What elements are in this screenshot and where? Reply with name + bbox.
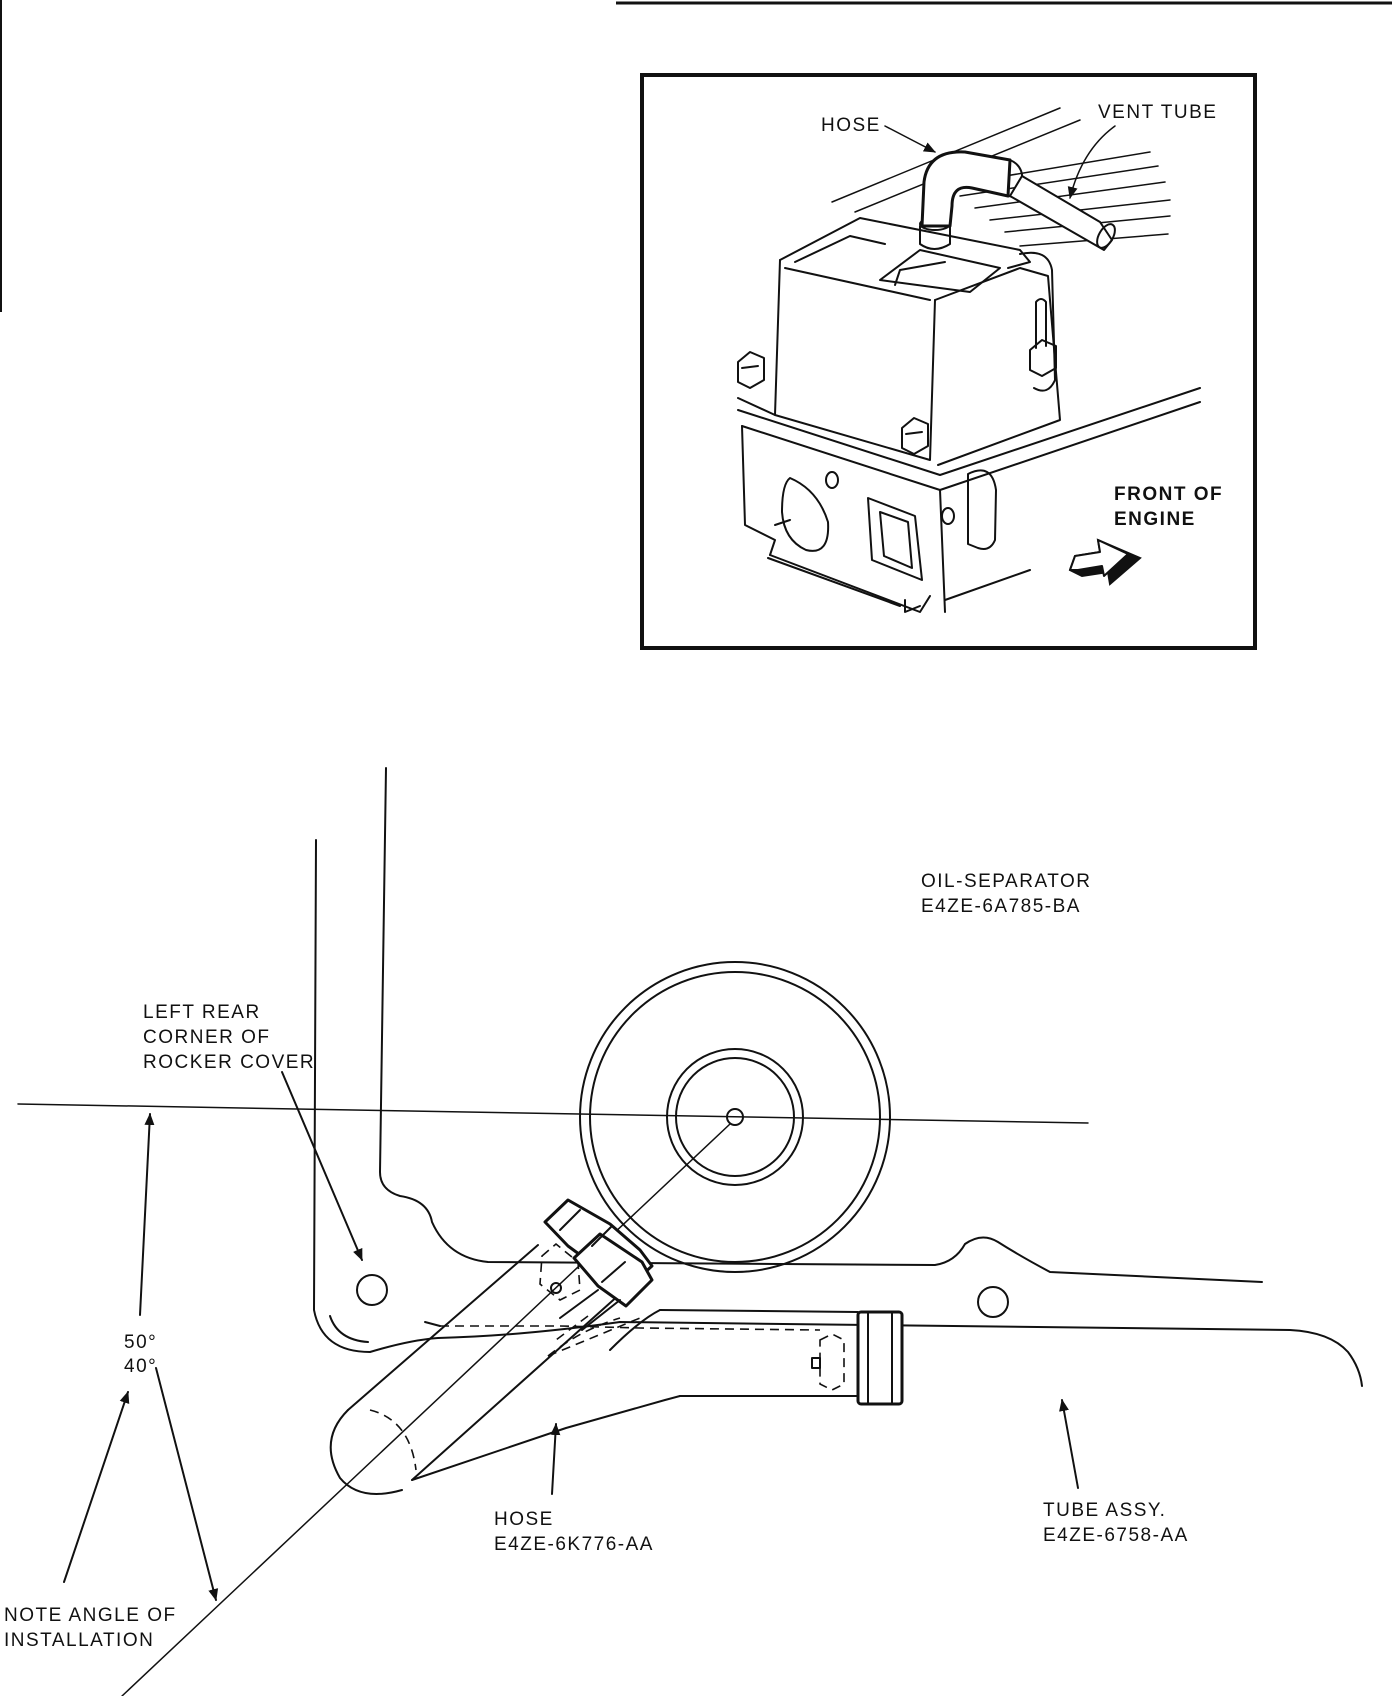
rocker-cover-inner: [313, 839, 1363, 1387]
angle-line: [121, 1123, 731, 1696]
rocker-cover-outline: [379, 767, 1263, 1283]
inset-vent-tube-label: VENT TUBE: [1098, 102, 1217, 123]
left-rear-label-2: CORNER OF: [143, 1027, 271, 1048]
hose-leader-main: [550, 1423, 561, 1495]
angle-50-leader: [139, 1113, 155, 1316]
hose-label: HOSE: [494, 1509, 554, 1530]
left-rear-label-3: ROCKER COVER: [143, 1052, 315, 1073]
bolt-hole-left: [356, 1274, 388, 1306]
hose-leader: [884, 125, 936, 153]
angle-40-label: 40°: [124, 1356, 157, 1377]
front-of-engine-label-1: FRONT OF: [1114, 484, 1223, 505]
note-label-2: INSTALLATION: [4, 1630, 154, 1651]
inset-hose-label: HOSE: [821, 115, 881, 136]
angle-50-label: 50°: [124, 1332, 157, 1353]
oil-separator-part: E4ZE-6A785-BA: [921, 896, 1081, 917]
tube-part: E4ZE-6758-AA: [1043, 1525, 1189, 1546]
inset-frame: [640, 73, 1257, 650]
hose-assembly: [329, 1198, 904, 1495]
angle-40-leader-b: [155, 1367, 219, 1601]
vent-tube-leader: [1067, 125, 1116, 199]
left-rear-leader: [281, 1071, 363, 1261]
main-diagram: OIL-SEPARATOR E4ZE-6A785-BA LEFT REAR CO…: [4, 767, 1363, 1696]
note-label-1: NOTE ANGLE OF: [4, 1605, 177, 1626]
cylinder-head-drawing: [737, 107, 1201, 613]
tube-leader-main: [1059, 1399, 1079, 1489]
tube-label: TUBE ASSY.: [1043, 1500, 1166, 1521]
bolt-hole-right: [977, 1286, 1009, 1318]
oil-separator-label: OIL-SEPARATOR: [921, 871, 1091, 892]
oil-separator: [579, 961, 891, 1273]
front-of-engine-label-2: ENGINE: [1114, 509, 1196, 530]
angle-40-leader-a: [63, 1391, 130, 1583]
left-rear-label-1: LEFT REAR: [143, 1002, 261, 1023]
rocker-cover-inner-2: [329, 1315, 369, 1343]
hose-part: E4ZE-6K776-AA: [494, 1534, 654, 1555]
reference-line: [17, 1103, 1089, 1124]
inset-illustration: HOSE VENT TUBE FRONT OF ENGINE: [640, 73, 1257, 650]
